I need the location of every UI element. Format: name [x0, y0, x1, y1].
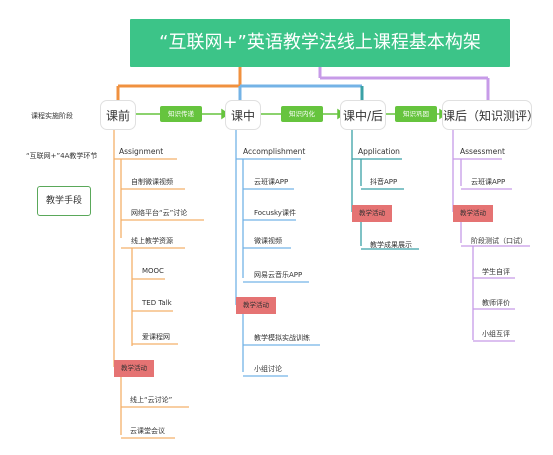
top-connectors [116, 67, 490, 101]
stage-in-class: 课中 [225, 100, 261, 130]
col4-branches [452, 130, 530, 342]
col4-item: 云班课APP [471, 178, 506, 186]
col4-activity-item: 阶段测试（口试） [471, 237, 527, 245]
stage-post-class: 课后（知识测评） [442, 100, 539, 130]
col2-item: Focusky课件 [254, 209, 296, 217]
col2-item: 网易云音乐APP [254, 271, 303, 279]
col4-subitem: 学生自评 [482, 268, 510, 276]
col4-activity-badge: 教学活动 [453, 205, 493, 222]
col1-subitem: 爱课程网 [142, 333, 170, 341]
col2-activity-item: 教学模拟实战训练 [254, 334, 310, 342]
col2-item: 微课视频 [254, 237, 282, 245]
col3-branches [351, 130, 419, 250]
row-label-means: 教学手段 [37, 186, 91, 216]
flow-label-consolidate: 知识巩固 [395, 106, 437, 122]
col4-subitem: 小组互评 [482, 330, 510, 338]
col1-header: Assignment [119, 147, 164, 156]
col4-subitem: 教师评价 [482, 299, 510, 307]
row-label-env: “互联网+”4A教学环节 [26, 152, 98, 160]
col1-item: 自制微课视频 [131, 178, 173, 186]
col3-item: 抖音APP [370, 178, 398, 186]
col2-activity-item: 小组讨论 [254, 365, 282, 373]
col2-header: Accomplishment [243, 147, 306, 156]
flow-label-internalize: 知识内化 [281, 106, 323, 122]
col3-activity-item: 教学成果展示 [370, 241, 412, 249]
flow-label-transfer: 知识传递 [160, 106, 202, 122]
col2-branches [235, 130, 320, 377]
col1-activity-badge: 教学活动 [114, 360, 154, 377]
col3-header: Application [358, 147, 400, 156]
col4-header: Assessment [460, 147, 505, 156]
col2-activity-badge: 教学活动 [236, 297, 276, 314]
diagram-title: “互联网+”英语教学法线上课程基本构架 [130, 19, 510, 67]
stage-pre-class: 课前 [100, 100, 136, 130]
col1-subitem: TED Talk [142, 299, 172, 307]
col1-item: 线上教学资源 [131, 237, 173, 245]
col1-activity-item: 云课堂会议 [130, 427, 165, 435]
col1-subitem: MOOC [142, 267, 164, 275]
col3-activity-badge: 教学活动 [352, 205, 392, 222]
col2-item: 云班课APP [254, 178, 289, 186]
col1-activity-item: 线上“云讨论” [130, 396, 173, 404]
col1-branches [113, 130, 204, 439]
row-label-stage: 课程实施阶段 [31, 112, 73, 120]
col1-item: 网络平台“云”讨论 [131, 209, 188, 217]
stage-in-after-class: 课中/后 [340, 100, 386, 130]
